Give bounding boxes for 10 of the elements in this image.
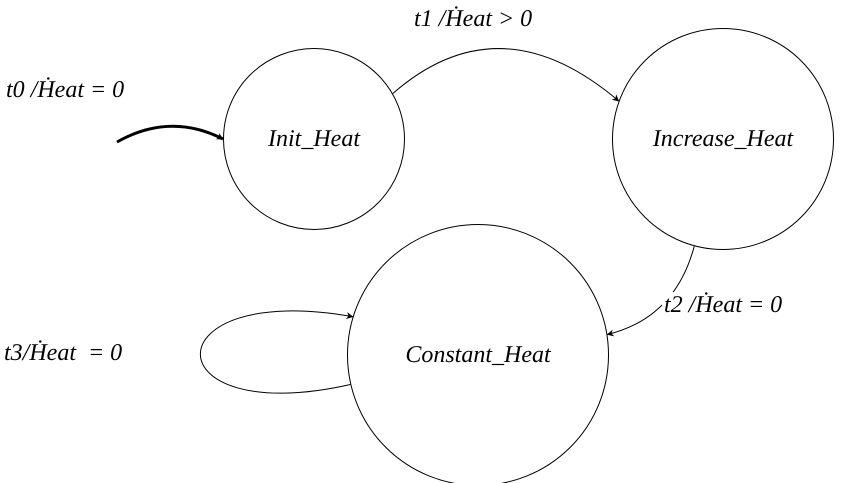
transition-arrow [606, 246, 695, 336]
transition-arrow [392, 48, 620, 102]
state-name: Init_Heat [268, 126, 360, 152]
state-name: Increase_Heat [652, 126, 794, 152]
state-circle [612, 28, 834, 250]
state-circle [347, 224, 609, 483]
transition-arrow [200, 310, 354, 394]
state-name: Constant_Heat [405, 342, 551, 368]
state-circle [223, 48, 405, 230]
transition-arrow [116, 124, 224, 144]
